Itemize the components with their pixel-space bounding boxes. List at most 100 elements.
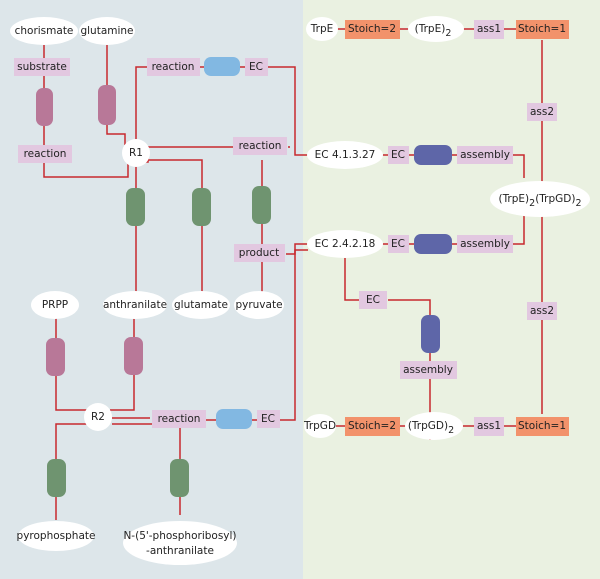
label-glutamate: glutamate (174, 299, 228, 311)
node-chorismate (10, 17, 78, 45)
reaction-glyph-bottom (216, 409, 252, 429)
node-trpe2 (408, 16, 464, 42)
box-ass1-bottom (474, 417, 504, 436)
label-product: product (239, 247, 279, 259)
label-trpe: TrpE (310, 23, 334, 35)
assembly-glyph-2 (414, 234, 452, 254)
box-assembly-3 (400, 361, 457, 379)
label-ec-2: EC (391, 238, 405, 250)
label-ec242218: EC 2.4.2.18 (315, 238, 376, 250)
right-panel (303, 0, 600, 579)
label-substrate: substrate (17, 61, 67, 73)
labels: chorismate glutamine substrate reaction … (15, 23, 582, 557)
reaction-glyph-top (204, 57, 240, 76)
assembly-glyph-3 (421, 315, 440, 353)
trpgd2-base: (TrpGD) (408, 420, 448, 432)
box-product (234, 244, 285, 262)
label-pyrophosphate: pyrophosphate (17, 530, 96, 542)
label-assembly-1: assembly (460, 149, 510, 161)
box-stoich2-bottom (345, 417, 400, 436)
glyphs (36, 57, 452, 497)
box-ass2-top (527, 103, 557, 121)
node-trpgd (304, 414, 336, 438)
box-ass2-bottom (527, 302, 557, 320)
box-reaction-top (147, 58, 200, 76)
node-prpp (31, 291, 79, 319)
label-stoich2-top: Stoich=2 (348, 23, 396, 35)
box-stoich1-bottom (516, 417, 569, 436)
box-reaction-r1-in (18, 145, 72, 163)
node-trpgd2 (405, 412, 463, 440)
node-trpe (306, 17, 338, 41)
label-ass1-top: ass1 (477, 23, 501, 35)
label-prpp: PRPP (42, 299, 68, 311)
box-ec-top (245, 58, 268, 76)
nodes (10, 16, 590, 565)
output-glyph-pyrophosphate (47, 459, 66, 497)
label-chorismate: chorismate (15, 25, 74, 37)
output-glyph-npra (170, 459, 189, 497)
label-stoich2-bottom: Stoich=2 (348, 420, 396, 432)
label-complex: (TrpE)2(TrpGD)2 (498, 193, 581, 209)
label-assembly-3: assembly (403, 364, 453, 376)
input-glyph-glutamine (98, 85, 116, 125)
node-glutamate (172, 291, 230, 319)
box-ec-3 (359, 291, 387, 309)
box-stoich2-top (345, 20, 400, 39)
trpgd2-subscript: 2 (448, 425, 454, 436)
box-ass1-top (474, 20, 504, 39)
label-reaction-r1-in: reaction (24, 148, 67, 160)
box-assembly-1 (457, 146, 513, 164)
label-trpgd2: (TrpGD)2 (408, 420, 454, 436)
label-assembly-2: assembly (460, 238, 510, 250)
node-pyrophosphate (18, 521, 94, 551)
label-ec4131327: EC 4.1.3.27 (315, 149, 376, 161)
label-trpgd: TrpGD (303, 420, 336, 432)
label-glutamine: glutamine (80, 25, 133, 37)
node-complex (490, 181, 590, 217)
output-glyph-glutamate (192, 188, 211, 226)
label-ec-3: EC (366, 294, 380, 306)
output-glyph-pyruvate (252, 186, 271, 224)
box-reaction-r1-out (233, 137, 287, 155)
label-ec-bottom: EC (261, 413, 275, 425)
label-ass2-top: ass2 (530, 106, 554, 118)
node-ec4131327 (307, 141, 383, 169)
label-trpe2: (TrpE)2 (415, 23, 452, 39)
node-r1 (122, 139, 150, 167)
label-r2: R2 (91, 411, 105, 423)
label-reaction-bottom: reaction (158, 413, 201, 425)
label-reaction-top: reaction (152, 61, 195, 73)
box-ec-2 (388, 235, 409, 253)
complex-part-a: (TrpE) (498, 193, 529, 205)
label-npra-line1: N-(5'-phosphoribosyl) (123, 530, 236, 542)
complex-part-b: (TrpGD) (535, 193, 575, 205)
node-glutamine (79, 17, 135, 45)
box-stoich1-top (516, 20, 569, 39)
label-pyruvate: pyruvate (235, 299, 282, 311)
complex-sub-1: 2 (529, 198, 535, 209)
label-boxes (14, 20, 569, 436)
output-glyph-anthranilate (126, 188, 145, 226)
label-anthranilate-top: anthranilate (103, 299, 167, 311)
label-stoich1-bottom: Stoich=1 (518, 420, 566, 432)
label-ec-1: EC (391, 149, 405, 161)
input-glyph-chorismate (36, 88, 53, 126)
input-glyph-anthranilate (124, 337, 143, 375)
label-stoich1-top: Stoich=1 (518, 23, 566, 35)
box-ec-1 (388, 146, 409, 164)
node-npra (123, 521, 237, 565)
left-panel (0, 0, 303, 579)
trpe2-subscript: 2 (445, 28, 451, 39)
box-substrate (14, 58, 70, 76)
box-reaction-bottom (152, 410, 206, 428)
node-ec242218 (307, 230, 383, 258)
input-glyph-prpp (46, 338, 65, 376)
assembly-glyph-1 (414, 145, 452, 165)
node-r2 (84, 403, 112, 431)
box-ec-bottom (257, 410, 280, 428)
label-ass2-bottom: ass2 (530, 305, 554, 317)
label-ass1-bottom: ass1 (477, 420, 501, 432)
